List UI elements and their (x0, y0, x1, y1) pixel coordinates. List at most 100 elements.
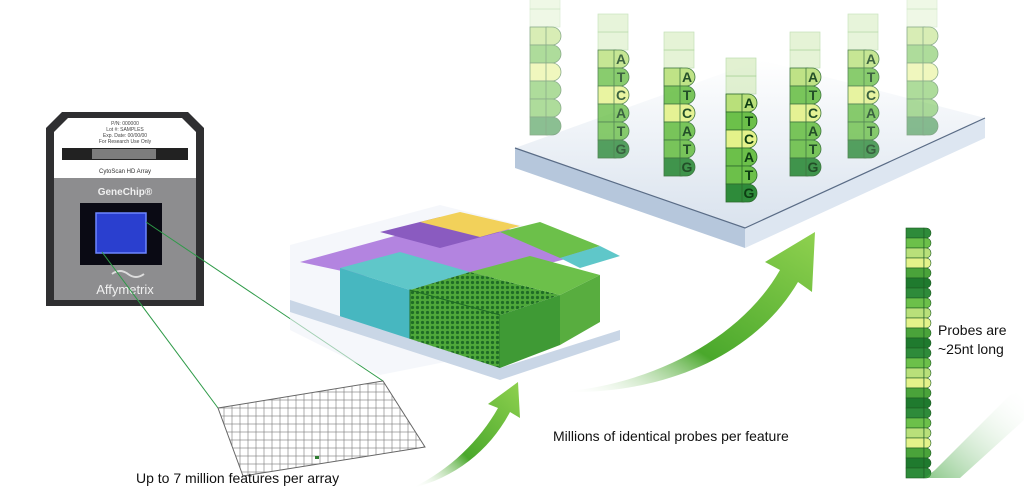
probe-segment (597, 31, 629, 51)
probe-nucleotide (905, 357, 925, 369)
nucleotide-cap (545, 44, 562, 64)
nucleotide-letter: G (616, 141, 627, 157)
probe-nucleotide (905, 317, 925, 329)
nucleotide-letter: A (616, 51, 626, 67)
probes-caption: Millions of identical probes per feature (553, 428, 789, 444)
probe-segment (789, 157, 809, 177)
nucleotide-cap (922, 26, 939, 46)
nucleotide-letter: A (744, 149, 754, 165)
probe-segment (663, 139, 683, 159)
nucleotide-letter: T (867, 69, 876, 85)
arrow-icon (560, 232, 815, 393)
nucleotide-letter: A (808, 69, 818, 85)
probe-nucleotide (905, 387, 925, 399)
probe-segment (789, 31, 821, 51)
probe-segment (597, 13, 629, 33)
probe-segment (663, 103, 683, 123)
probe-segment (529, 26, 549, 46)
nucleotide-letter: T (617, 69, 626, 85)
nucleotide-letter: T (745, 167, 754, 183)
probe-nucleotide (905, 237, 925, 249)
nucleotide-cap (923, 447, 932, 459)
probe-nucleotide (905, 437, 925, 449)
probe-segment (789, 121, 809, 141)
nucleotide-cap (923, 417, 932, 429)
nucleotide-cap (923, 457, 932, 469)
nucleotide-cap (923, 367, 932, 379)
nucleotide-letter: T (867, 123, 876, 139)
probe-nucleotide (905, 277, 925, 289)
probe-nucleotide (905, 467, 925, 479)
nucleotide-cap (922, 98, 939, 118)
probe-nucleotide (905, 447, 925, 459)
probe-segment (847, 121, 867, 141)
zoom-line (101, 251, 219, 409)
nucleotide-letter: T (809, 141, 818, 157)
nucleotide-letter: A (682, 69, 692, 85)
probe-segment (789, 67, 809, 87)
nucleotide-letter: G (866, 141, 877, 157)
probe-segment (529, 44, 549, 64)
probe-segment (906, 0, 938, 10)
probe-segment (529, 98, 549, 118)
probe-segment (789, 103, 809, 123)
nucleotide-cap (923, 297, 932, 309)
probe-segment (906, 116, 926, 136)
nucleotide-cap (923, 427, 932, 439)
probe-segment (597, 103, 617, 123)
probe-segment (597, 67, 617, 87)
genechip-cartridge (46, 112, 204, 306)
probe-segment (529, 8, 561, 28)
nucleotide-cap (923, 247, 932, 259)
nucleotide-cap (922, 80, 939, 100)
probe-segment (847, 85, 867, 105)
probe-segment (725, 93, 745, 113)
probe-length-caption-line1: Probes are (938, 322, 1007, 338)
nucleotide-letter: A (866, 105, 876, 121)
probe-segment (597, 85, 617, 105)
nucleotide-letter: G (808, 159, 819, 175)
probe-segment (725, 57, 757, 77)
probe-segment (789, 85, 809, 105)
nucleotide-cap (923, 317, 932, 329)
probe-segment (529, 0, 561, 10)
probe-segment (725, 183, 745, 203)
nucleotide-cap (805, 157, 822, 177)
nucleotide-cap (741, 183, 758, 203)
nucleotide-cap (922, 62, 939, 82)
probe-shadow (925, 390, 1024, 478)
probe-nucleotide (905, 297, 925, 309)
probe-segment (529, 80, 549, 100)
probe-segment (663, 85, 683, 105)
nucleotide-cap (863, 139, 880, 159)
probe-nucleotide (905, 337, 925, 349)
nucleotide-cap (545, 62, 562, 82)
nucleotide-cap (923, 407, 932, 419)
nucleotide-letter: A (682, 123, 692, 139)
probe-segment (725, 129, 745, 149)
probe-nucleotide (905, 427, 925, 439)
probe-segment (906, 44, 926, 64)
probe-segment (663, 67, 683, 87)
probe-segment (847, 31, 879, 51)
probe-nucleotide (905, 367, 925, 379)
probe-nucleotide (905, 457, 925, 469)
nucleotide-cap (923, 387, 932, 399)
probe-segment (597, 121, 617, 141)
chip-array-window (95, 212, 147, 254)
probe-segment (789, 139, 809, 159)
probe-segment (597, 49, 617, 69)
probe-nucleotide (905, 397, 925, 409)
probe-segment (906, 8, 938, 28)
nucleotide-letter: G (744, 185, 755, 201)
chip-array-name: CytoScan HD Array (99, 169, 151, 175)
chip-maker: Affymetrix (96, 282, 154, 297)
nucleotide-cap (923, 437, 932, 449)
highlighted-feature (315, 456, 319, 459)
